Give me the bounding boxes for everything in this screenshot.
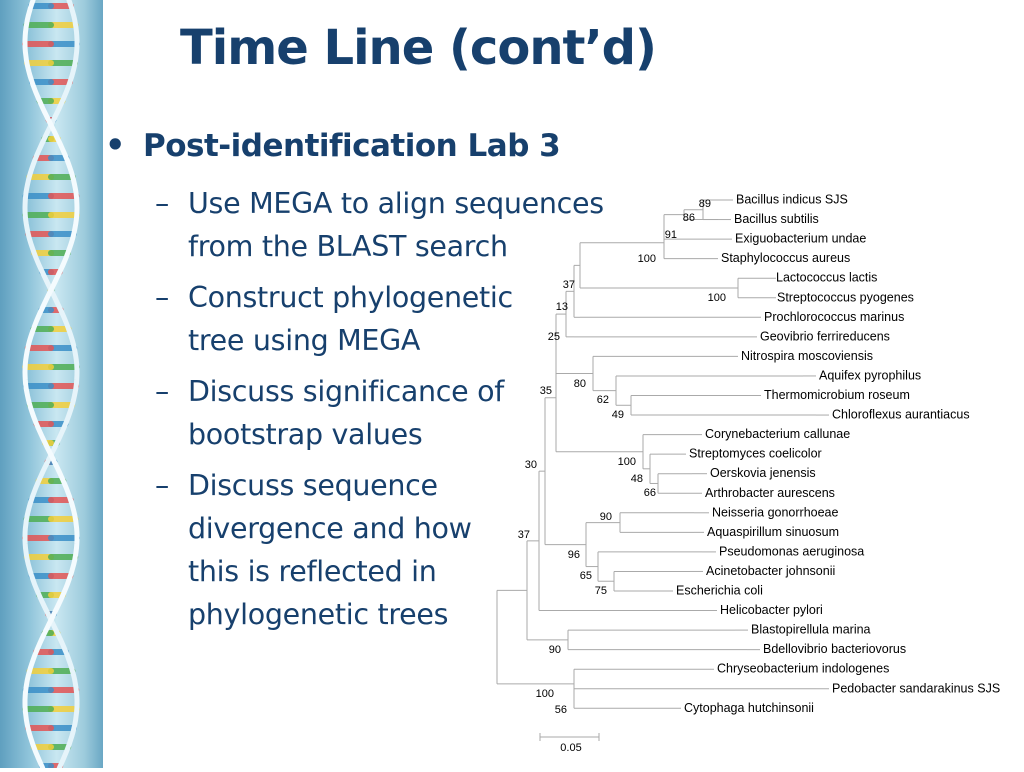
bootstrap-value: 35 <box>540 385 552 397</box>
sub-bullet-item: – Use MEGA to align sequences from the B… <box>155 182 658 268</box>
taxon-label: Chloroflexus aurantiacus <box>832 408 970 422</box>
sub-bullet-item: – Discuss significance of bootstrap valu… <box>155 370 508 456</box>
taxon-label: Neisseria gonorrhoeae <box>712 505 839 519</box>
bootstrap-value: 100 <box>708 292 726 304</box>
taxon-label: Pedobacter sandarakinus SJS <box>832 681 1000 695</box>
taxon-label: Aquifex pyrophilus <box>819 368 921 382</box>
slide-title: Time Line (cont’d) <box>180 20 657 76</box>
taxon-label: Nitrospira moscoviensis <box>741 349 873 363</box>
bootstrap-value: 75 <box>595 585 607 597</box>
bullet-marker: • <box>105 126 125 164</box>
sub-bullet-marker: – <box>155 281 169 314</box>
sub-bullet-marker: – <box>155 187 169 220</box>
bootstrap-value: 89 <box>699 198 711 210</box>
dna-strand <box>22 0 80 771</box>
bootstrap-value: 56 <box>555 704 567 716</box>
bootstrap-value: 90 <box>600 511 612 523</box>
taxon-label: Bdellovibrio bacteriovorus <box>763 642 906 656</box>
taxon-label: Corynebacterium callunae <box>705 427 850 441</box>
taxon-label: Arthrobacter aurescens <box>705 486 835 500</box>
taxon-label: Lactococcus lactis <box>776 271 877 285</box>
taxon-label: Helicobacter pylori <box>720 603 823 617</box>
taxon-label: Oerskovia jenensis <box>710 466 816 480</box>
bootstrap-value: 49 <box>612 409 624 421</box>
bootstrap-value: 48 <box>631 473 643 485</box>
bootstrap-value: 66 <box>644 487 656 499</box>
bootstrap-value: 91 <box>665 229 677 241</box>
bootstrap-value: 37 <box>563 279 575 291</box>
taxon-label: Blastopirellula marina <box>751 623 871 637</box>
bootstrap-value: 30 <box>525 459 537 471</box>
sub-bullet-text: Discuss sequence divergence and how this… <box>188 469 472 631</box>
sub-bullet-text: Discuss significance of bootstrap values <box>188 375 505 451</box>
sub-bullet-text: Construct phylogenetic tree using MEGA <box>188 281 513 357</box>
dna-strand <box>22 0 80 771</box>
taxon-label: Aquaspirillum sinuosum <box>707 525 839 539</box>
bullet-item: • Post-identification Lab 3 <box>105 126 645 164</box>
dna-helix-icon <box>22 0 80 771</box>
dna-helix-decoration <box>0 0 103 771</box>
taxon-label: Cytophaga hutchinsonii <box>684 701 814 715</box>
taxon-label: Acinetobacter johnsonii <box>706 564 835 578</box>
bootstrap-value: 100 <box>638 253 656 265</box>
bootstrap-value: 37 <box>518 529 530 541</box>
taxon-label: Pseudomonas aeruginosa <box>719 544 864 558</box>
bootstrap-value: 90 <box>549 644 561 656</box>
sub-bullet-text: Use MEGA to align sequences from the BLA… <box>188 187 604 263</box>
taxon-label: Geovibrio ferrireducens <box>760 329 890 343</box>
sub-bullet-marker: – <box>155 469 169 502</box>
scale-bar-label: 0.05 <box>560 742 581 754</box>
sub-bullet-marker: – <box>155 375 169 408</box>
bootstrap-value: 25 <box>548 331 560 343</box>
taxon-label: Prochlorococcus marinus <box>764 310 904 324</box>
bootstrap-value: 100 <box>618 456 636 468</box>
taxon-label: Escherichia coli <box>676 584 763 598</box>
bootstrap-value: 13 <box>556 301 568 313</box>
bootstrap-value: 96 <box>568 549 580 561</box>
taxon-label: Streptococcus pyogenes <box>777 290 914 304</box>
bootstrap-value: 62 <box>597 394 609 406</box>
bootstrap-value: 80 <box>574 378 586 390</box>
bootstrap-value: 100 <box>536 688 554 700</box>
bootstrap-value: 86 <box>683 212 695 224</box>
taxon-label: Streptomyces coelicolor <box>689 447 822 461</box>
bullet-list: • Post-identification Lab 3 – Use MEGA t… <box>105 126 645 636</box>
taxon-label: Thermomicrobium roseum <box>764 388 910 402</box>
taxon-label: Staphylococcus aureus <box>721 251 850 265</box>
taxon-label: Bacillus subtilis <box>734 212 819 226</box>
taxon-label: Bacillus indicus SJS <box>736 193 848 207</box>
taxon-label: Exiguobacterium undae <box>735 232 866 246</box>
sub-bullet-item: – Discuss sequence divergence and how th… <box>155 464 488 636</box>
bullet-text: Post-identification Lab 3 <box>143 128 561 164</box>
taxon-label: Chryseobacterium indologenes <box>717 662 889 676</box>
bootstrap-value: 65 <box>580 570 592 582</box>
sub-bullet-item: – Construct phylogenetic tree using MEGA <box>155 276 518 362</box>
